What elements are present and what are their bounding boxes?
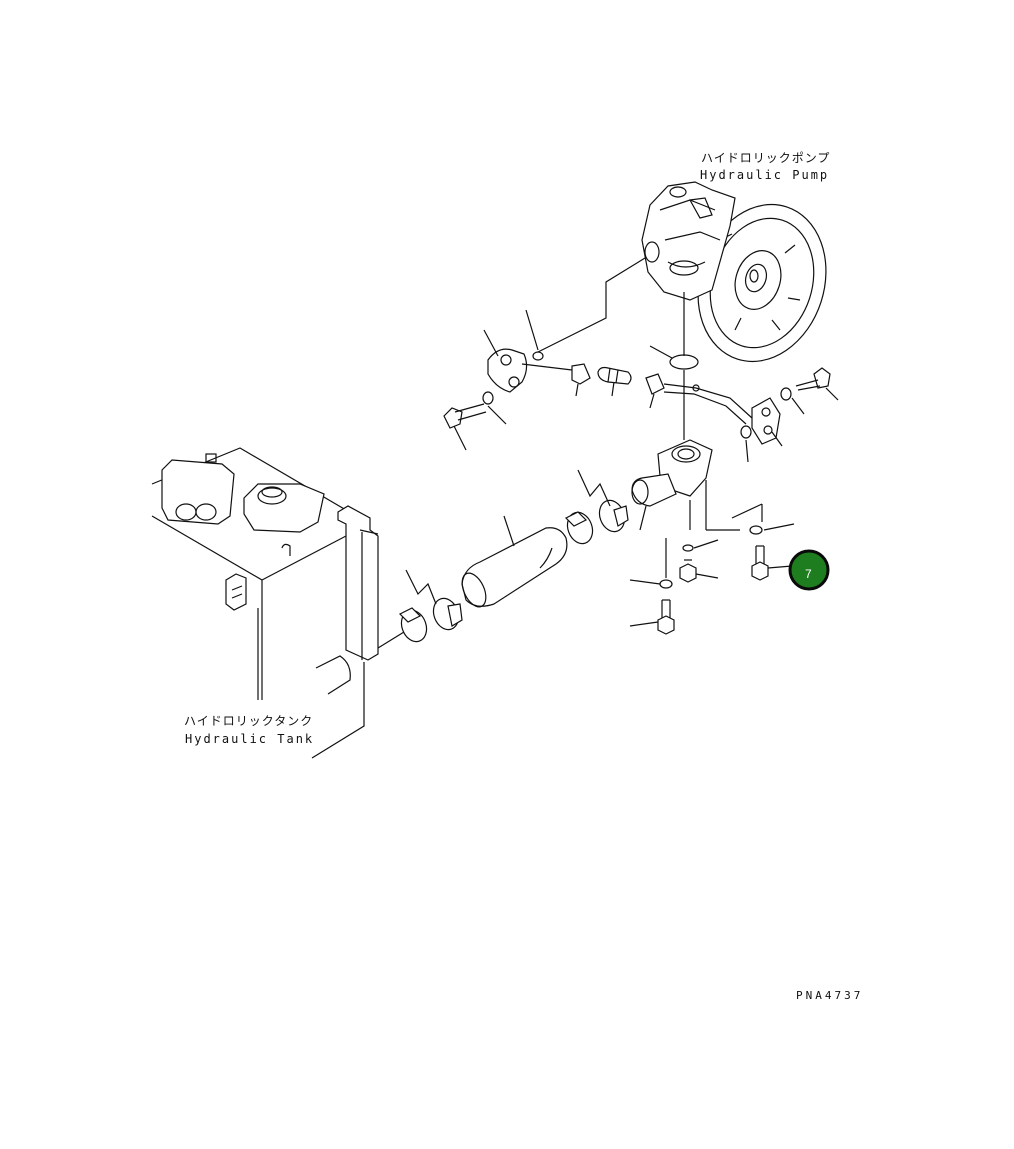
suction-hose	[461, 515, 568, 608]
o-ring	[649, 292, 699, 440]
nut-lower	[679, 559, 719, 583]
tank-label-jp: ハイドロリックタンク	[184, 714, 313, 728]
washer-right	[780, 387, 805, 415]
flange-clamp-left	[483, 329, 528, 393]
callout-number: 7	[805, 567, 812, 581]
hydraulic-pump	[641, 181, 827, 363]
suction-elbow	[631, 439, 740, 531]
hose-clamp-upper-pair	[564, 469, 629, 545]
washer-lower-a	[731, 503, 795, 535]
pump-label-en: Hydraulic Pump	[700, 168, 829, 182]
o-ring-right	[740, 425, 752, 463]
bolt-right	[795, 367, 839, 401]
o-ring-small	[525, 309, 544, 361]
pipe-nipple	[597, 366, 632, 397]
bent-tube	[663, 383, 753, 425]
hose-clamp-lower-pair	[398, 569, 463, 643]
washer-lower-c	[629, 538, 673, 589]
callout-marker-7[interactable]: 7	[788, 549, 830, 591]
drawing-code: PNA4737	[796, 989, 863, 1002]
callout-circle[interactable]	[788, 549, 830, 591]
elbow-fitting	[645, 373, 665, 409]
flange-clamp-right	[751, 397, 783, 447]
washer-lower-b	[682, 539, 719, 552]
tank-label-en: Hydraulic Tank	[185, 732, 314, 746]
bolt-lower-right	[751, 545, 793, 581]
adapter-elbow	[571, 363, 591, 397]
pump-label-jp: ハイドロリックポンプ	[701, 151, 830, 165]
hydraulic-tank	[151, 447, 405, 700]
washer-left	[482, 391, 507, 425]
bolt-lower-left	[629, 599, 675, 635]
bolt-left	[443, 403, 487, 451]
